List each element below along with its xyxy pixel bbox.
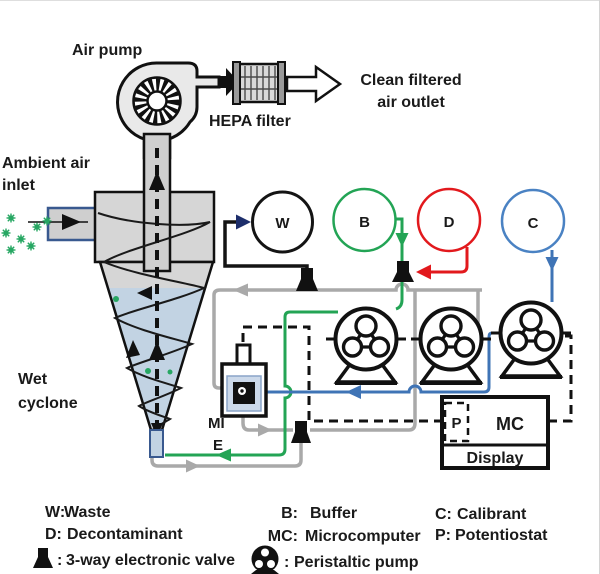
trapped-particle-icon — [113, 296, 119, 302]
legend-value-decontaminant: Decontaminant — [67, 526, 183, 543]
clean-outlet-label-1: Clean filtered — [360, 72, 461, 89]
microcomputer-box: P MC Display — [440, 395, 550, 470]
trapped-particle-icon — [167, 369, 173, 375]
legend-valve-icon — [33, 548, 53, 568]
hepa-filter-label: HEPA filter — [209, 113, 291, 130]
legend: W: Waste B: Buffer C: Calibrant D: Decon… — [33, 504, 548, 574]
ambient-inlet-flow — [28, 214, 88, 230]
potentiostat-label: P — [451, 415, 461, 432]
spiral-up-arrow-icon — [126, 340, 140, 358]
legend-key-valve: : — [57, 552, 62, 569]
reservoir-w: W — [251, 190, 314, 254]
waste-tubing-arrows — [186, 283, 272, 473]
legend-value-calibrant: Calibrant — [457, 506, 527, 523]
reservoir-b: B — [332, 187, 397, 253]
gray-arrow-right2-icon — [186, 459, 200, 473]
reservoir-c-letter: C — [528, 215, 539, 232]
green-arrow-left-icon — [216, 448, 231, 462]
trapped-particle-icon — [145, 368, 151, 374]
display-label: Display — [467, 450, 524, 467]
pump-to-hepa-arrow-icon — [218, 68, 239, 96]
reservoir-d: D — [416, 187, 482, 253]
wet-cyclone-label-2: cyclone — [18, 395, 78, 412]
clean-air-outlet-arrow-icon — [285, 64, 343, 104]
reservoir-w-letter: W — [275, 215, 290, 232]
control-wires — [241, 325, 573, 423]
clean-outlet-label-2: air outlet — [377, 94, 445, 111]
wet-cyclone-label-1: Wet — [18, 371, 48, 388]
reservoir-d-letter: D — [444, 214, 455, 231]
sensor-label-2: E — [213, 437, 223, 454]
red-arrow-left-icon — [416, 264, 431, 280]
microcomputer-label: MC — [496, 414, 524, 434]
buffer-tubing-arrows — [216, 233, 409, 462]
cyclone-spiral — [97, 212, 211, 432]
peristaltic-pump-3 — [489, 300, 573, 379]
airflow-up-arrow2-icon — [149, 341, 165, 360]
legend-value-valve: 3-way electronic valve — [66, 552, 235, 569]
gray-arrow-left-icon — [233, 283, 248, 297]
waste-arrow-navy-icon — [236, 214, 251, 230]
peristaltic-pump-1 — [324, 306, 408, 385]
sensor-label-1: MI — [208, 415, 225, 432]
legend-value-microcomputer: Microcomputer — [305, 528, 421, 545]
potentiostat-box — [443, 401, 470, 443]
legend-key-d: D: — [45, 526, 62, 543]
ambient-inlet-label-2: inlet — [2, 177, 36, 194]
reservoir-b-letter: B — [359, 214, 370, 231]
legend-value-waste: Waste — [64, 504, 111, 521]
aerosol-particles-icon — [0, 212, 53, 256]
legend-key-b: B: — [281, 505, 298, 522]
ambient-inlet-label-1: Ambient air — [2, 155, 90, 172]
blue-arrow-down-icon — [545, 257, 559, 271]
hepa-filter-icon — [232, 61, 286, 105]
control-wire-right — [548, 334, 573, 423]
legend-key-p: P: — [435, 527, 451, 544]
mie-sensor — [220, 343, 268, 418]
cyclone-tip-tube — [149, 429, 164, 458]
legend-key-c: C: — [435, 506, 452, 523]
legend-key-pump: : — [284, 554, 289, 571]
wet-cyclone — [46, 132, 216, 458]
inlet-arrow-icon — [62, 214, 81, 230]
control-wire-left — [241, 325, 443, 423]
three-way-valve-3-icon — [291, 421, 311, 443]
legend-pump-icon — [251, 545, 279, 574]
waste-tubing-lines — [150, 282, 484, 468]
blue-arrow-left-icon — [346, 385, 361, 399]
spiral-left-arrow-icon — [137, 286, 152, 300]
decontaminant-tubing-line — [431, 247, 469, 274]
airflow-up-arrow-icon — [149, 171, 165, 190]
legend-key-w: W: — [45, 504, 65, 521]
green-arrow-down-icon — [395, 233, 409, 247]
legend-key-mc: MC: — [268, 528, 298, 545]
reservoir-c: C — [500, 188, 566, 254]
three-way-valve-1-icon — [296, 268, 318, 291]
three-way-valve-2-icon — [392, 261, 414, 282]
gray-arrow-right-icon — [258, 423, 272, 437]
air-pump-label: Air pump — [72, 42, 142, 59]
legend-value-potentiostat: Potentiostat — [455, 527, 548, 544]
legend-value-buffer: Buffer — [310, 505, 357, 522]
calibrant-tubing-arrows — [346, 257, 559, 399]
legend-value-pump: Peristaltic pump — [294, 554, 419, 571]
